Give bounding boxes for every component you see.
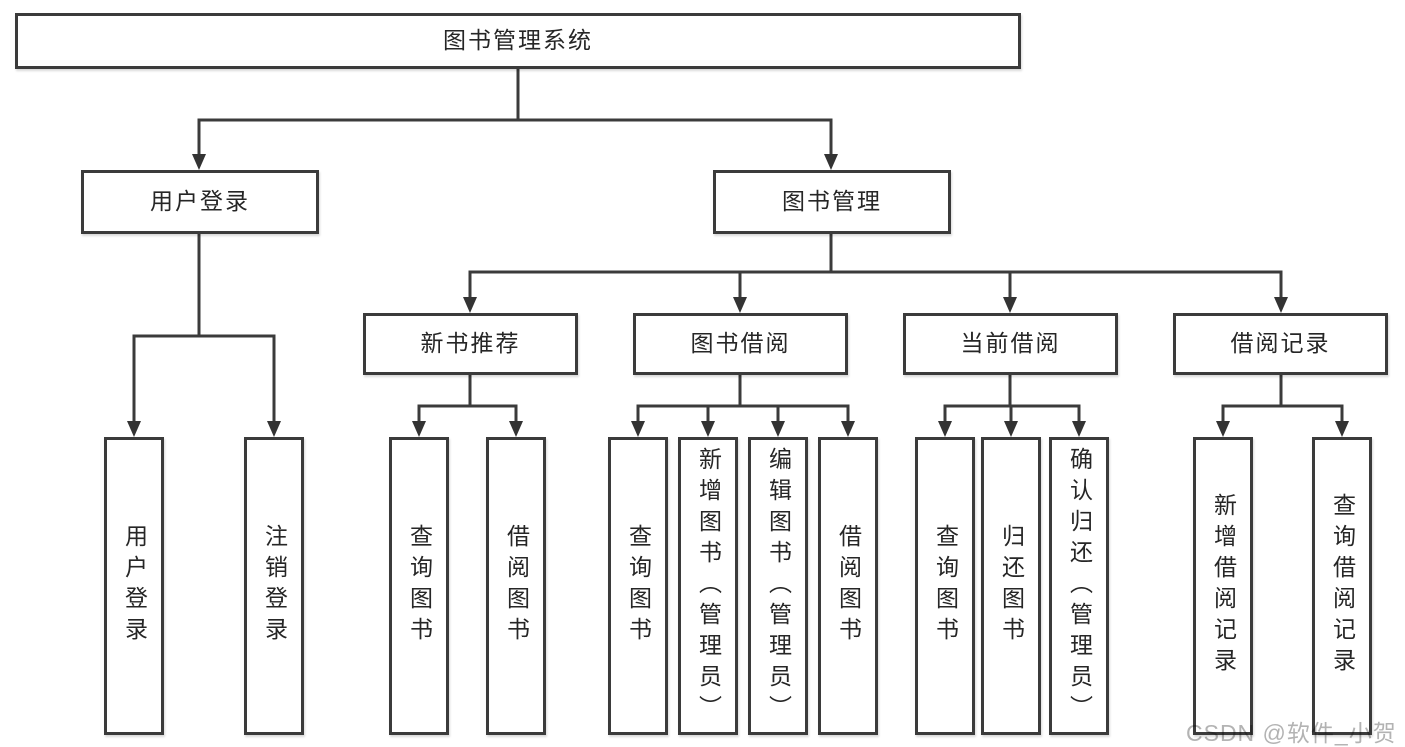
node-book-mgmt: 图书管理 [713,170,951,234]
connector-level2-rail [197,118,833,157]
node-leaf-query-books-3: 查询图书 [915,437,975,735]
node-root: 图书管理系统 [15,13,1021,69]
node-leaf-query-books-1: 查询图书 [389,437,449,735]
node-leaf-query-books-2: 查询图书 [608,437,668,735]
arrowhead [463,297,477,313]
arrowhead [841,421,855,437]
arrowhead [938,421,952,437]
node-leaf-confirm-return-admin: 确认归还（管理员） [1049,437,1109,735]
arrowhead [1274,297,1288,313]
node-book-borrow: 图书借阅 [633,313,848,375]
connector-records-branch [1221,375,1344,424]
arrowhead [733,297,747,313]
node-leaf-query-borrow-record: 查询借阅记录 [1312,437,1372,735]
node-new-book-rec: 新书推荐 [363,313,578,375]
node-user-login: 用户登录 [81,170,319,234]
arrowhead [701,421,715,437]
node-current-borrow: 当前借阅 [903,313,1118,375]
arrowhead [1216,421,1230,437]
node-leaf-borrow-books-2: 借阅图书 [818,437,878,735]
connector-book-borrow-branch [636,375,850,424]
arrowhead [412,421,426,437]
node-leaf-logout: 注销登录 [244,437,304,735]
connector-current-borrow-branch [943,375,1081,424]
connector-new-book-branch [417,375,518,424]
arrowhead [192,154,206,170]
arrowhead [824,154,838,170]
arrowhead [631,421,645,437]
node-leaf-return-books: 归还图书 [981,437,1041,735]
node-leaf-user-login: 用户登录 [104,437,164,735]
arrowhead [771,421,785,437]
arrowhead [1072,421,1086,437]
arrowhead [1003,297,1017,313]
arrowhead [1004,421,1018,437]
node-leaf-borrow-books-1: 借阅图书 [486,437,546,735]
connector-level3-rail [468,270,1283,300]
node-leaf-add-books-admin: 新增图书（管理员） [678,437,738,735]
arrowhead [509,421,523,437]
arrowhead [1335,421,1349,437]
csdn-watermark: CSDN @软件_小贺同学 [1186,720,1397,746]
arrowhead [267,421,281,437]
connector-user-login-branch [132,233,276,424]
arrowhead [127,421,141,437]
node-leaf-add-borrow-record: 新增借阅记录 [1193,437,1253,735]
node-leaf-edit-books-admin: 编辑图书（管理员） [748,437,808,735]
node-borrow-records: 借阅记录 [1173,313,1388,375]
